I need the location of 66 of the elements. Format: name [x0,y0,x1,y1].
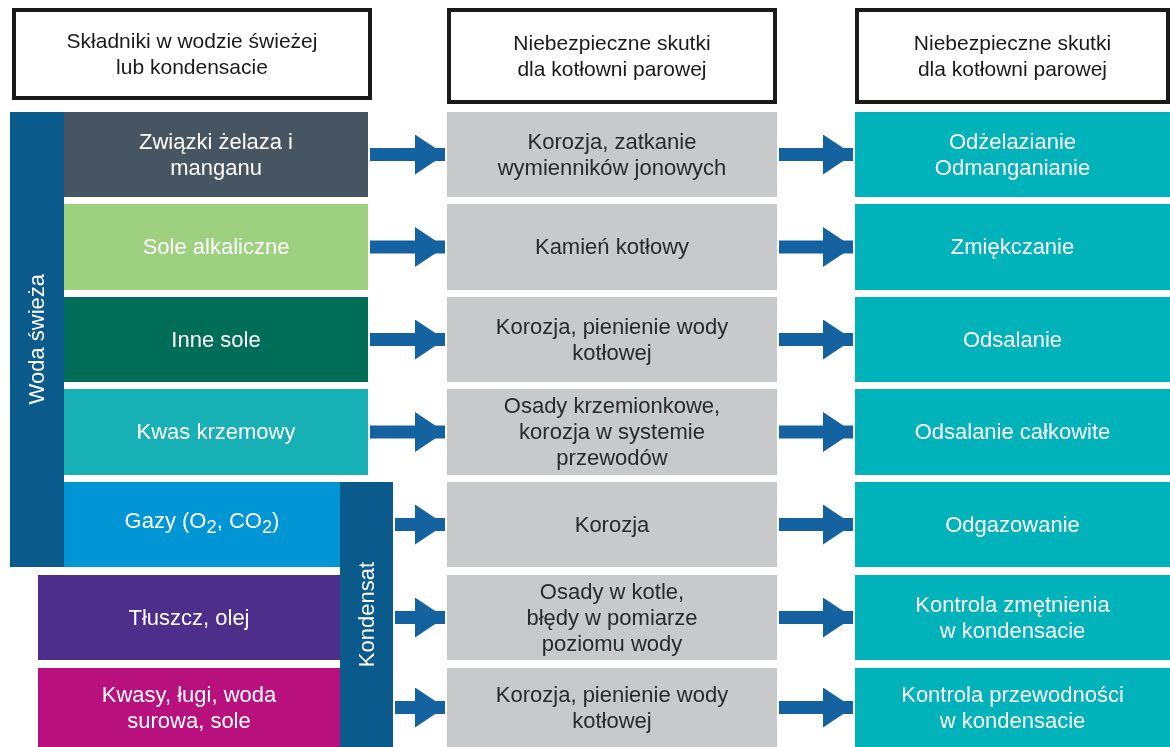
header-text: Niebezpieczne skutki dla kotłowni parowej [912,30,1113,82]
arrow [779,687,853,728]
label-text: Korozja, pienienie wody kotłowej [494,313,730,366]
component-box [64,482,340,567]
treatment-box [855,575,1170,660]
effect-box [447,204,777,290]
treatment-box [855,297,1170,382]
label-text: Związki żelaza i manganu [137,128,294,181]
label-text: Tłuszcz, olej [128,604,250,631]
treatment-box [855,204,1170,290]
effect-box [447,297,777,382]
column-header [447,8,777,104]
treatment-box [855,482,1170,567]
arrow [779,134,853,175]
treatment-box [855,389,1170,475]
label-text: Kondensat [353,561,380,668]
arrow [370,319,445,360]
arrow [370,134,445,175]
group-band [10,112,64,567]
label-text: Kontrola przewodności w kondensacie [900,681,1125,734]
component-box [64,297,368,382]
label-text: Osady krzemionkowe, korozja w systemie przewodów [502,393,722,471]
label-text: Gazy (O$_{2}$, CO$_{2}$) [124,508,280,540]
component-box [38,575,340,660]
label-text: Inne sole [171,326,261,353]
effect-box [447,389,777,475]
label-text: Kwas krzemowy [136,419,296,445]
component-box [64,112,368,197]
component-box [64,389,368,475]
group-band [340,482,393,747]
label-text: Kamień kotłowy [534,234,690,260]
label-text: Woda świeża [24,274,50,405]
effect-box [447,575,777,660]
label-text: Odgazowanie [945,511,1080,538]
label-text: Kontrola zmętnienia w kondensacie [914,591,1111,644]
component-box [38,668,340,747]
label-text: Odsalanie [962,326,1063,353]
label-text: Korozja [574,511,650,538]
arrow [779,227,853,267]
arrow [395,504,445,545]
label-text: Osady w kotle, błędy w pomiarze poziomu wody [525,578,699,657]
header-text: Niebezpieczne skutki dla kotłowni parowej [512,30,712,82]
label-text: Kwasy, ługi, woda surowa, sole [100,681,278,734]
label-text: Odżelazianie Odmanganianie [933,128,1092,181]
label-text: Korozja, zatkanie wymienników jonowych [496,128,728,181]
arrow [779,319,853,360]
effect-box [447,112,777,197]
label-text: Zmiękczanie [950,234,1075,260]
label-text: Korozja, pienienie wody kotłowej [494,681,730,734]
effect-box [447,668,777,747]
arrow [779,412,853,452]
arrow [395,597,445,638]
treatment-box [855,668,1170,747]
arrow [370,227,445,267]
column-header [855,8,1170,104]
label-text: Sole alkaliczne [142,234,290,260]
treatment-box [855,112,1170,197]
label-text: Odsalanie całkowite [914,419,1111,445]
column-header [12,8,372,100]
header-text: Składniki w wodzie świeżej lub kondensacie [65,28,319,80]
component-box [64,204,368,290]
arrow [779,504,853,545]
arrow [395,687,445,728]
effect-box [447,482,777,567]
arrow [370,412,445,452]
arrow [779,597,853,638]
